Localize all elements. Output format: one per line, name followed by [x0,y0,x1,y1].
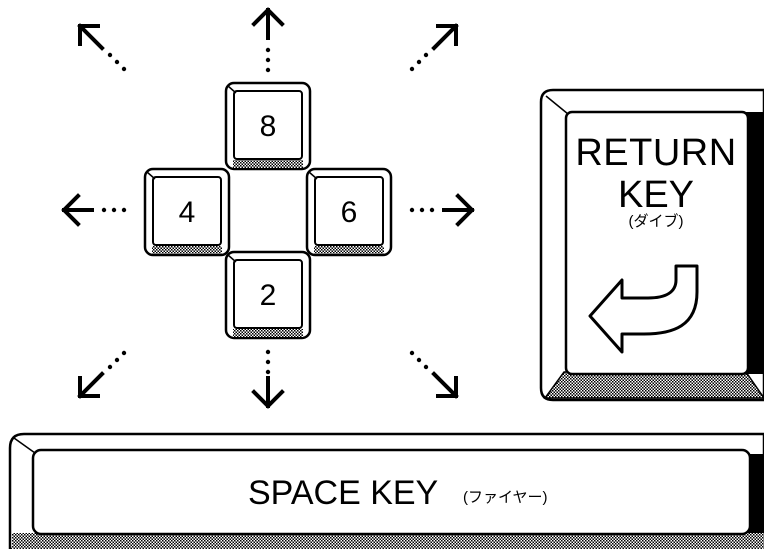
key-8 [224,81,312,171]
arrow-down-right-icon [409,350,459,399]
return-key [539,88,764,402]
space-key-label: SPACE KEY [248,474,439,512]
space-key [8,432,764,549]
key-8-label: 8 [259,110,277,143]
arrow-up-right-icon [409,23,459,72]
arrow-right-icon [409,193,475,227]
enter-arrow-icon [588,264,699,354]
space-key-sublabel: (ファイヤー) [463,489,548,506]
arrow-down-left-icon [77,350,127,399]
key-2 [224,250,312,340]
key-6 [305,167,393,257]
arrow-down-icon [251,349,285,409]
return-key-label-line1: RETURN [575,132,737,174]
return-key-sublabel: (ダイブ) [628,213,684,230]
key-4-label: 4 [178,196,196,229]
arrow-left-icon [61,193,127,227]
key-4 [143,167,231,257]
return-key-label-line2: KEY [617,174,695,216]
arrow-up-icon [251,7,285,73]
key-6-label: 6 [340,196,358,229]
key-2-label: 2 [259,279,277,312]
arrow-up-left-icon [77,23,127,72]
